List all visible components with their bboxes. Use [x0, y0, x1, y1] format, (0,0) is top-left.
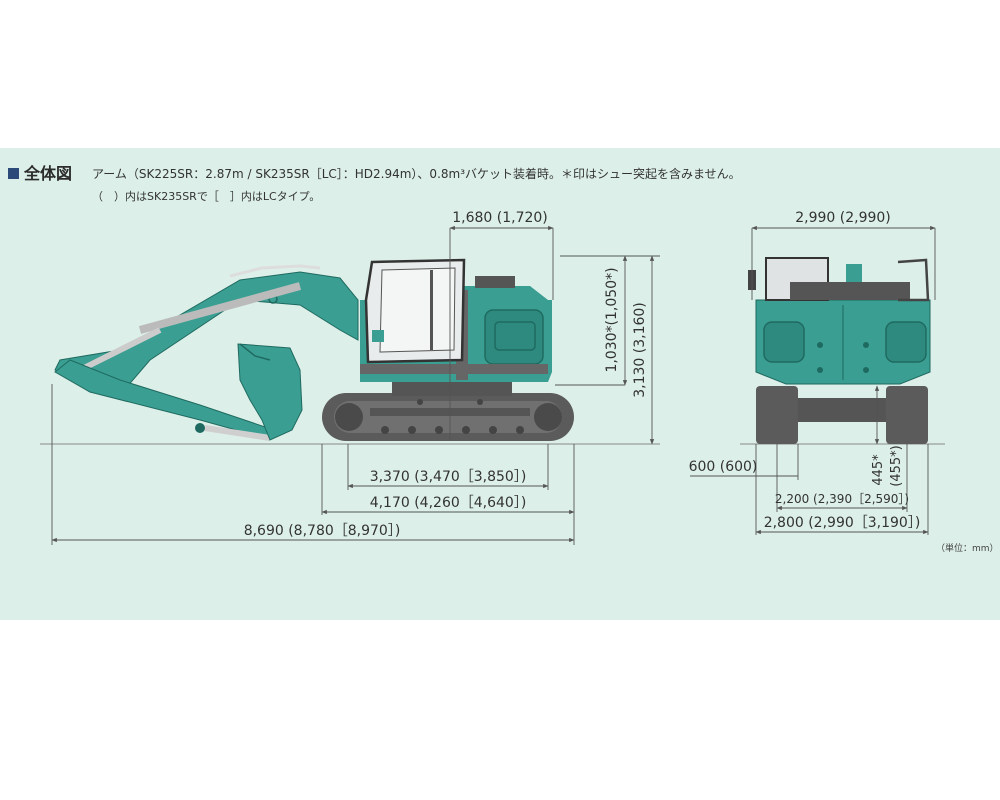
dim-ground-clearance: 445*	[871, 454, 886, 486]
dim-shoe-width: 600 (600)	[689, 459, 758, 475]
swing-frame	[392, 382, 512, 396]
right-track-rear	[886, 386, 928, 444]
rear-body	[748, 257, 931, 385]
dim-cab-width: 1,680 (1,720)	[452, 210, 548, 226]
dim-ground-clearance-alt: (455*)	[889, 445, 904, 486]
dim-overall-height: 3,130 (3,160)	[632, 302, 648, 398]
note-line-1: アーム（SK225SR：2.87m / SK235SR［LC］：HD2.94m）…	[92, 167, 741, 181]
crawler-track	[322, 393, 574, 441]
boom	[54, 264, 359, 396]
note-line-2: （ ）内はSK235SRで［ ］内はLCタイプ。	[92, 190, 321, 203]
unit-label: （単位：mm）	[936, 544, 999, 554]
dim-counterweight-clearance: 1,030*(1,050*)	[604, 267, 620, 372]
bucket	[237, 343, 303, 441]
dim-track-length-tumbler: 3,370 (3,470［3,850］)	[370, 469, 527, 485]
rear-dimension-lines	[690, 225, 936, 535]
upper-structure	[360, 258, 552, 382]
section-title-text: 全体図	[24, 164, 73, 183]
excavator-rear-view: 2,990 (2,990) 600 (600) 445* (455*) 2,20…	[689, 210, 945, 535]
excavator-side-view: 1,680 (1,720) 1,030*(1,050*) 3,130 (3,16…	[40, 210, 660, 545]
dim-track-gauge: 2,200 (2,390［2,590］)	[775, 492, 909, 506]
dim-upper-width: 2,990 (2,990)	[795, 210, 891, 226]
dim-track-length-overall: 4,170 (4,260［4,640］)	[370, 495, 527, 511]
left-track-rear	[756, 386, 798, 444]
dim-overall-width: 2,800 (2,990［3,190］)	[764, 515, 921, 531]
side-dimension-lines	[51, 225, 660, 545]
carbody-rear	[798, 398, 886, 422]
section-title: 全体図	[8, 160, 72, 184]
square-bullet-icon	[8, 168, 19, 179]
dim-overall-length: 8,690 (8,780［8,970］)	[244, 523, 401, 539]
